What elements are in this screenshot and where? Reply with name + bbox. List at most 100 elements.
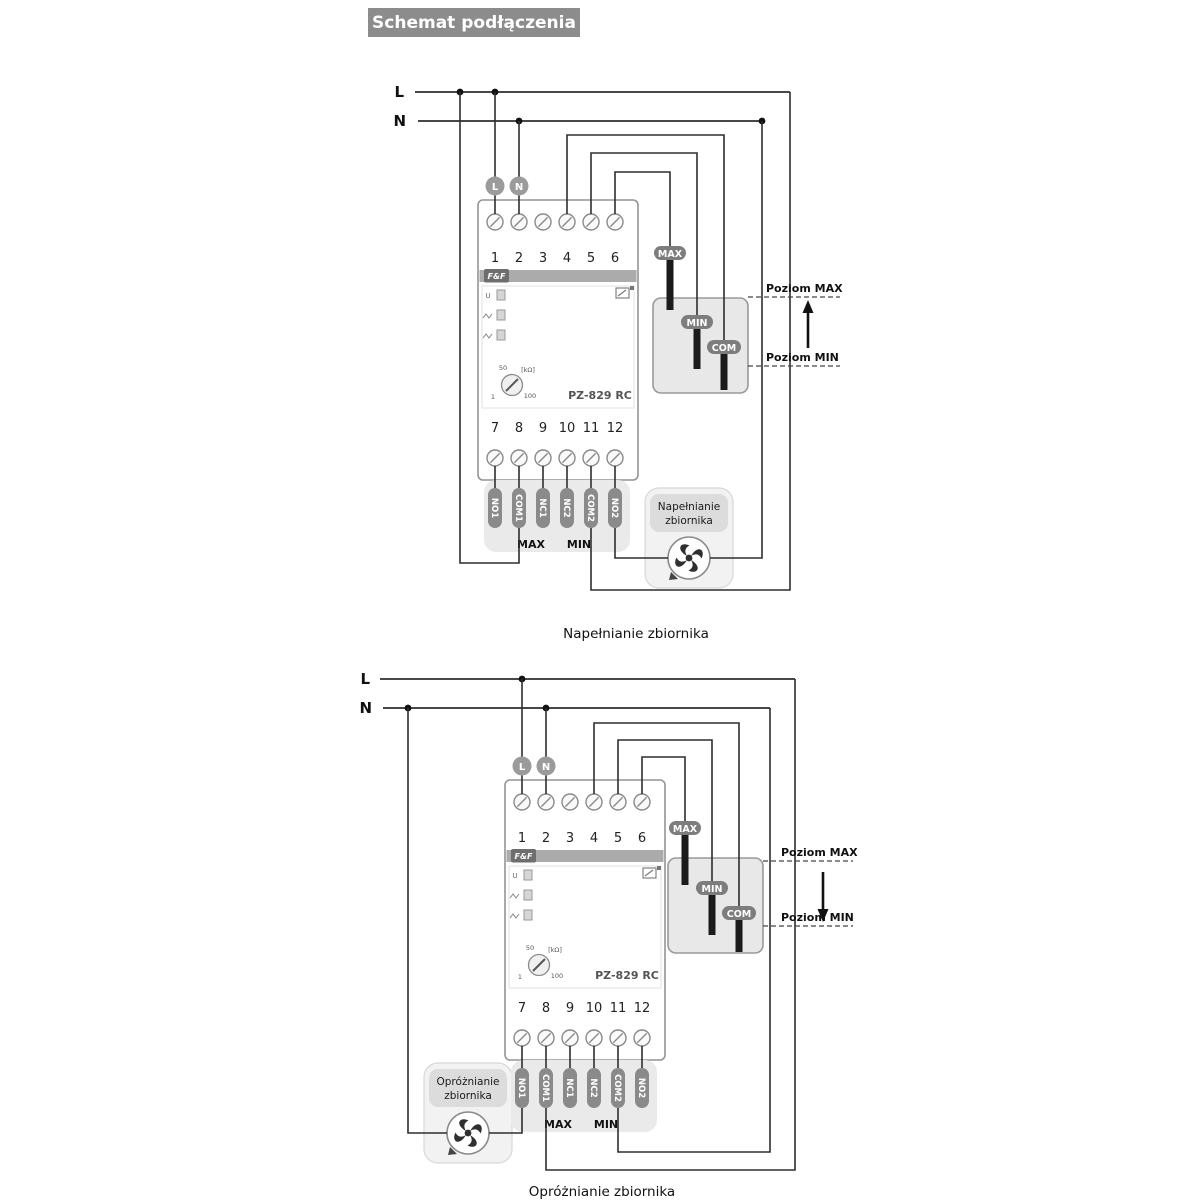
wire-pump-no1 bbox=[489, 1108, 523, 1134]
output-label: NO2 bbox=[636, 1078, 646, 1098]
output-pill-bg bbox=[563, 1068, 577, 1108]
wire-com-probe bbox=[593, 722, 740, 906]
terminal-number: 10 bbox=[559, 421, 576, 436]
pump-label-line1: Napełnianie bbox=[658, 501, 720, 513]
pump-label-line1: Opróżnianie bbox=[437, 1076, 500, 1088]
wire-com1-live bbox=[459, 92, 520, 564]
led-u-label: U bbox=[485, 292, 490, 300]
wire-com2-neutral bbox=[617, 708, 771, 1153]
probe-min-bar bbox=[693, 329, 701, 369]
wire-min-probe bbox=[617, 739, 713, 881]
probe-max-pill bbox=[669, 821, 701, 835]
probe-com-bar bbox=[720, 354, 728, 390]
terminal-number: 7 bbox=[491, 421, 499, 436]
pump-label-box bbox=[429, 1069, 507, 1107]
model-label: PZ-829 RC bbox=[595, 969, 659, 982]
wire-min-probe bbox=[590, 152, 698, 315]
level-min-label: Poziom MIN bbox=[766, 351, 839, 364]
terminal-number: 8 bbox=[542, 1001, 550, 1016]
terminal-number: 6 bbox=[638, 831, 646, 846]
dial-unit-label: [kΩ] bbox=[521, 366, 535, 374]
rail-n-label: N bbox=[393, 112, 406, 130]
output-label: NC2 bbox=[588, 1078, 598, 1097]
terminal-number: 12 bbox=[634, 1001, 651, 1016]
levels-emptying: Poziom MAX Poziom MIN bbox=[763, 846, 858, 927]
wires-filling: L N bbox=[459, 92, 791, 591]
dial-pointer bbox=[532, 958, 546, 972]
group-min-label: MIN bbox=[567, 538, 591, 551]
probe-min-bar bbox=[708, 895, 716, 935]
diagram-emptying: L N MAX MIN COM Opróżnianie zbiornika bbox=[359, 670, 858, 1200]
output-label: NO1 bbox=[489, 498, 499, 518]
input-l-badge bbox=[512, 756, 532, 776]
terminal-number: 4 bbox=[563, 251, 571, 266]
output-pill-nc2: NC2 bbox=[587, 1068, 601, 1108]
terminal-screw bbox=[537, 1029, 555, 1047]
probe-com-label: COM bbox=[727, 909, 752, 920]
faceplate bbox=[481, 285, 635, 409]
led-1-icon bbox=[523, 889, 533, 901]
terminal-screw bbox=[585, 793, 603, 811]
level-wave-icon bbox=[482, 313, 493, 319]
terminal-screw bbox=[606, 449, 624, 467]
terminal-number: 3 bbox=[539, 251, 547, 266]
relay-contact-icon bbox=[615, 287, 630, 299]
dial-pointer bbox=[505, 378, 519, 392]
pump-assembly-emptying: Opróżnianie zbiornika bbox=[423, 1062, 513, 1164]
terminal-number: 2 bbox=[542, 831, 550, 846]
output-label: COM2 bbox=[585, 494, 595, 522]
output-pill-bg bbox=[515, 1068, 529, 1108]
terminal-number: 9 bbox=[539, 421, 547, 436]
output-pill-com2: COM2 bbox=[584, 488, 598, 528]
terminal-screw bbox=[582, 213, 600, 231]
pump-outlet-icon bbox=[448, 1147, 457, 1155]
rail-n-label: N bbox=[359, 699, 372, 717]
brand-logo bbox=[484, 269, 509, 283]
arrow-down-head bbox=[817, 909, 829, 922]
pump-outlet-icon bbox=[669, 572, 678, 580]
front-band bbox=[506, 850, 664, 862]
input-n-badge bbox=[536, 756, 556, 776]
faceplate bbox=[508, 865, 662, 989]
terminal-screw bbox=[513, 793, 531, 811]
led-2-icon bbox=[523, 909, 533, 921]
model-label: PZ-829 RC bbox=[568, 389, 632, 402]
page-title: Schemat podłączenia bbox=[372, 13, 576, 33]
led-u-icon bbox=[523, 869, 533, 881]
front-band bbox=[479, 270, 637, 282]
terminal-screw bbox=[510, 213, 528, 231]
wire-max-probe bbox=[614, 171, 671, 246]
tank-emptying: MAX MIN COM bbox=[667, 821, 764, 954]
input-l-label: L bbox=[519, 762, 526, 773]
diagram-emptying-caption: Opróżnianie zbiornika bbox=[529, 1184, 675, 1200]
output-pill-bg bbox=[611, 1068, 625, 1108]
output-pill-bg bbox=[536, 488, 550, 528]
output-pill-com1: COM1 bbox=[539, 1068, 553, 1108]
dial-100-label: 100 bbox=[524, 392, 536, 400]
relay-device-emptying: 1 2 3 4 5 6 F&F U 50 [kΩ] 1 100 PZ-82 bbox=[504, 779, 666, 1132]
terminal-screw bbox=[534, 449, 552, 467]
probe-com-bar bbox=[735, 920, 743, 952]
terminal-number: 7 bbox=[518, 1001, 526, 1016]
output-pill-no2: NO2 bbox=[635, 1068, 649, 1108]
probe-com-pill bbox=[707, 340, 741, 354]
terminal-screw bbox=[606, 213, 624, 231]
terminal-screw bbox=[582, 449, 600, 467]
levels-filling: Poziom MAX Poziom MIN bbox=[748, 282, 843, 367]
output-pill-bg bbox=[560, 488, 574, 528]
pump-label-line2: zbiornika bbox=[665, 515, 713, 527]
terminal-screw bbox=[486, 213, 504, 231]
output-pill-com2: COM2 bbox=[611, 1068, 625, 1108]
terminal-screw bbox=[633, 1029, 651, 1047]
terminal-screw bbox=[513, 1029, 531, 1047]
relay-contact-icon bbox=[657, 866, 661, 870]
terminal-number: 9 bbox=[566, 1001, 574, 1016]
group-min-label: MIN bbox=[594, 1118, 618, 1131]
output-pill-nc1: NC1 bbox=[563, 1068, 577, 1108]
power-rails-filling: L N bbox=[393, 83, 790, 130]
output-pill-bg bbox=[635, 1068, 649, 1108]
wires-emptying: L N bbox=[407, 679, 796, 1171]
wire-pump-neutral bbox=[710, 121, 763, 559]
output-pill-bg bbox=[608, 488, 622, 528]
probe-max-label: MAX bbox=[673, 824, 698, 835]
